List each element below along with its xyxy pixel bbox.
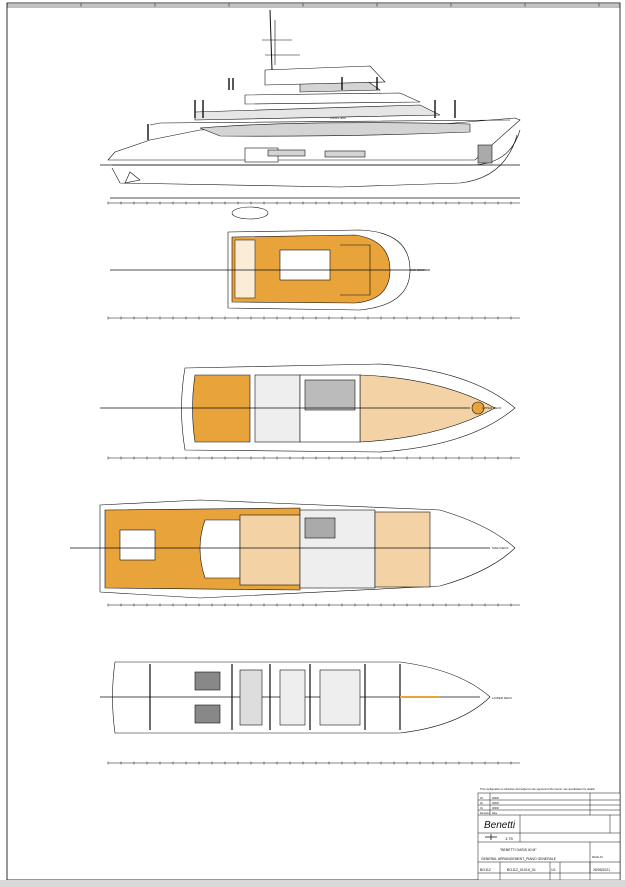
revision-number: 02 bbox=[480, 802, 483, 805]
upper-deck-label: UPPER DECK bbox=[482, 406, 502, 410]
lower-deck-plan bbox=[100, 661, 491, 734]
main-deck-label: MAIN DECK bbox=[492, 546, 509, 550]
scale-ruler bbox=[107, 316, 520, 320]
scale-ruler bbox=[107, 761, 520, 765]
sun-deck-label: SUN DECK bbox=[410, 268, 426, 272]
project-title: "BENETTI OASIS 40 M" bbox=[500, 848, 537, 852]
revision-date: 00000 bbox=[492, 807, 500, 810]
profile-name-label: OASIS 40M bbox=[330, 116, 346, 120]
scale-ruler bbox=[107, 603, 520, 607]
drawing-number: BO112_01010_01 bbox=[507, 868, 536, 872]
profile-view bbox=[100, 9, 521, 199]
main-deck-plan bbox=[70, 499, 516, 599]
title-block bbox=[477, 792, 621, 881]
scale-value: 1:75 bbox=[505, 836, 514, 841]
benetti-logo: Benetti bbox=[484, 820, 516, 831]
lower-deck-label: LOWER DECK bbox=[492, 696, 512, 700]
viewer-bottom-bar bbox=[0, 880, 625, 887]
drawing-date: 26/05/2021 bbox=[593, 868, 610, 872]
revision-header: Revision bbox=[480, 812, 490, 815]
hull-number: BO112 bbox=[480, 868, 491, 872]
upper-deck-plan bbox=[100, 363, 516, 453]
revision-date: 00000 bbox=[492, 797, 500, 800]
sheet-size: FIELD A3 bbox=[592, 856, 603, 859]
scale-ruler bbox=[107, 456, 520, 460]
revision-number: 01 bbox=[480, 807, 483, 810]
sheet-number: 1/1 bbox=[551, 868, 556, 872]
revision-date: 00000 bbox=[492, 802, 500, 805]
revision-number: 03 bbox=[480, 797, 483, 800]
scale-ruler bbox=[107, 201, 520, 205]
date-header: Date bbox=[492, 812, 498, 815]
sun-deck-plan bbox=[110, 206, 430, 311]
top-ruler bbox=[6, 3, 620, 7]
disclaimer-text: This configuration is indicative and sub… bbox=[480, 787, 595, 791]
drawing-title: GENERAL ARRANGEMENT_PIANO GENERALE bbox=[481, 857, 557, 861]
